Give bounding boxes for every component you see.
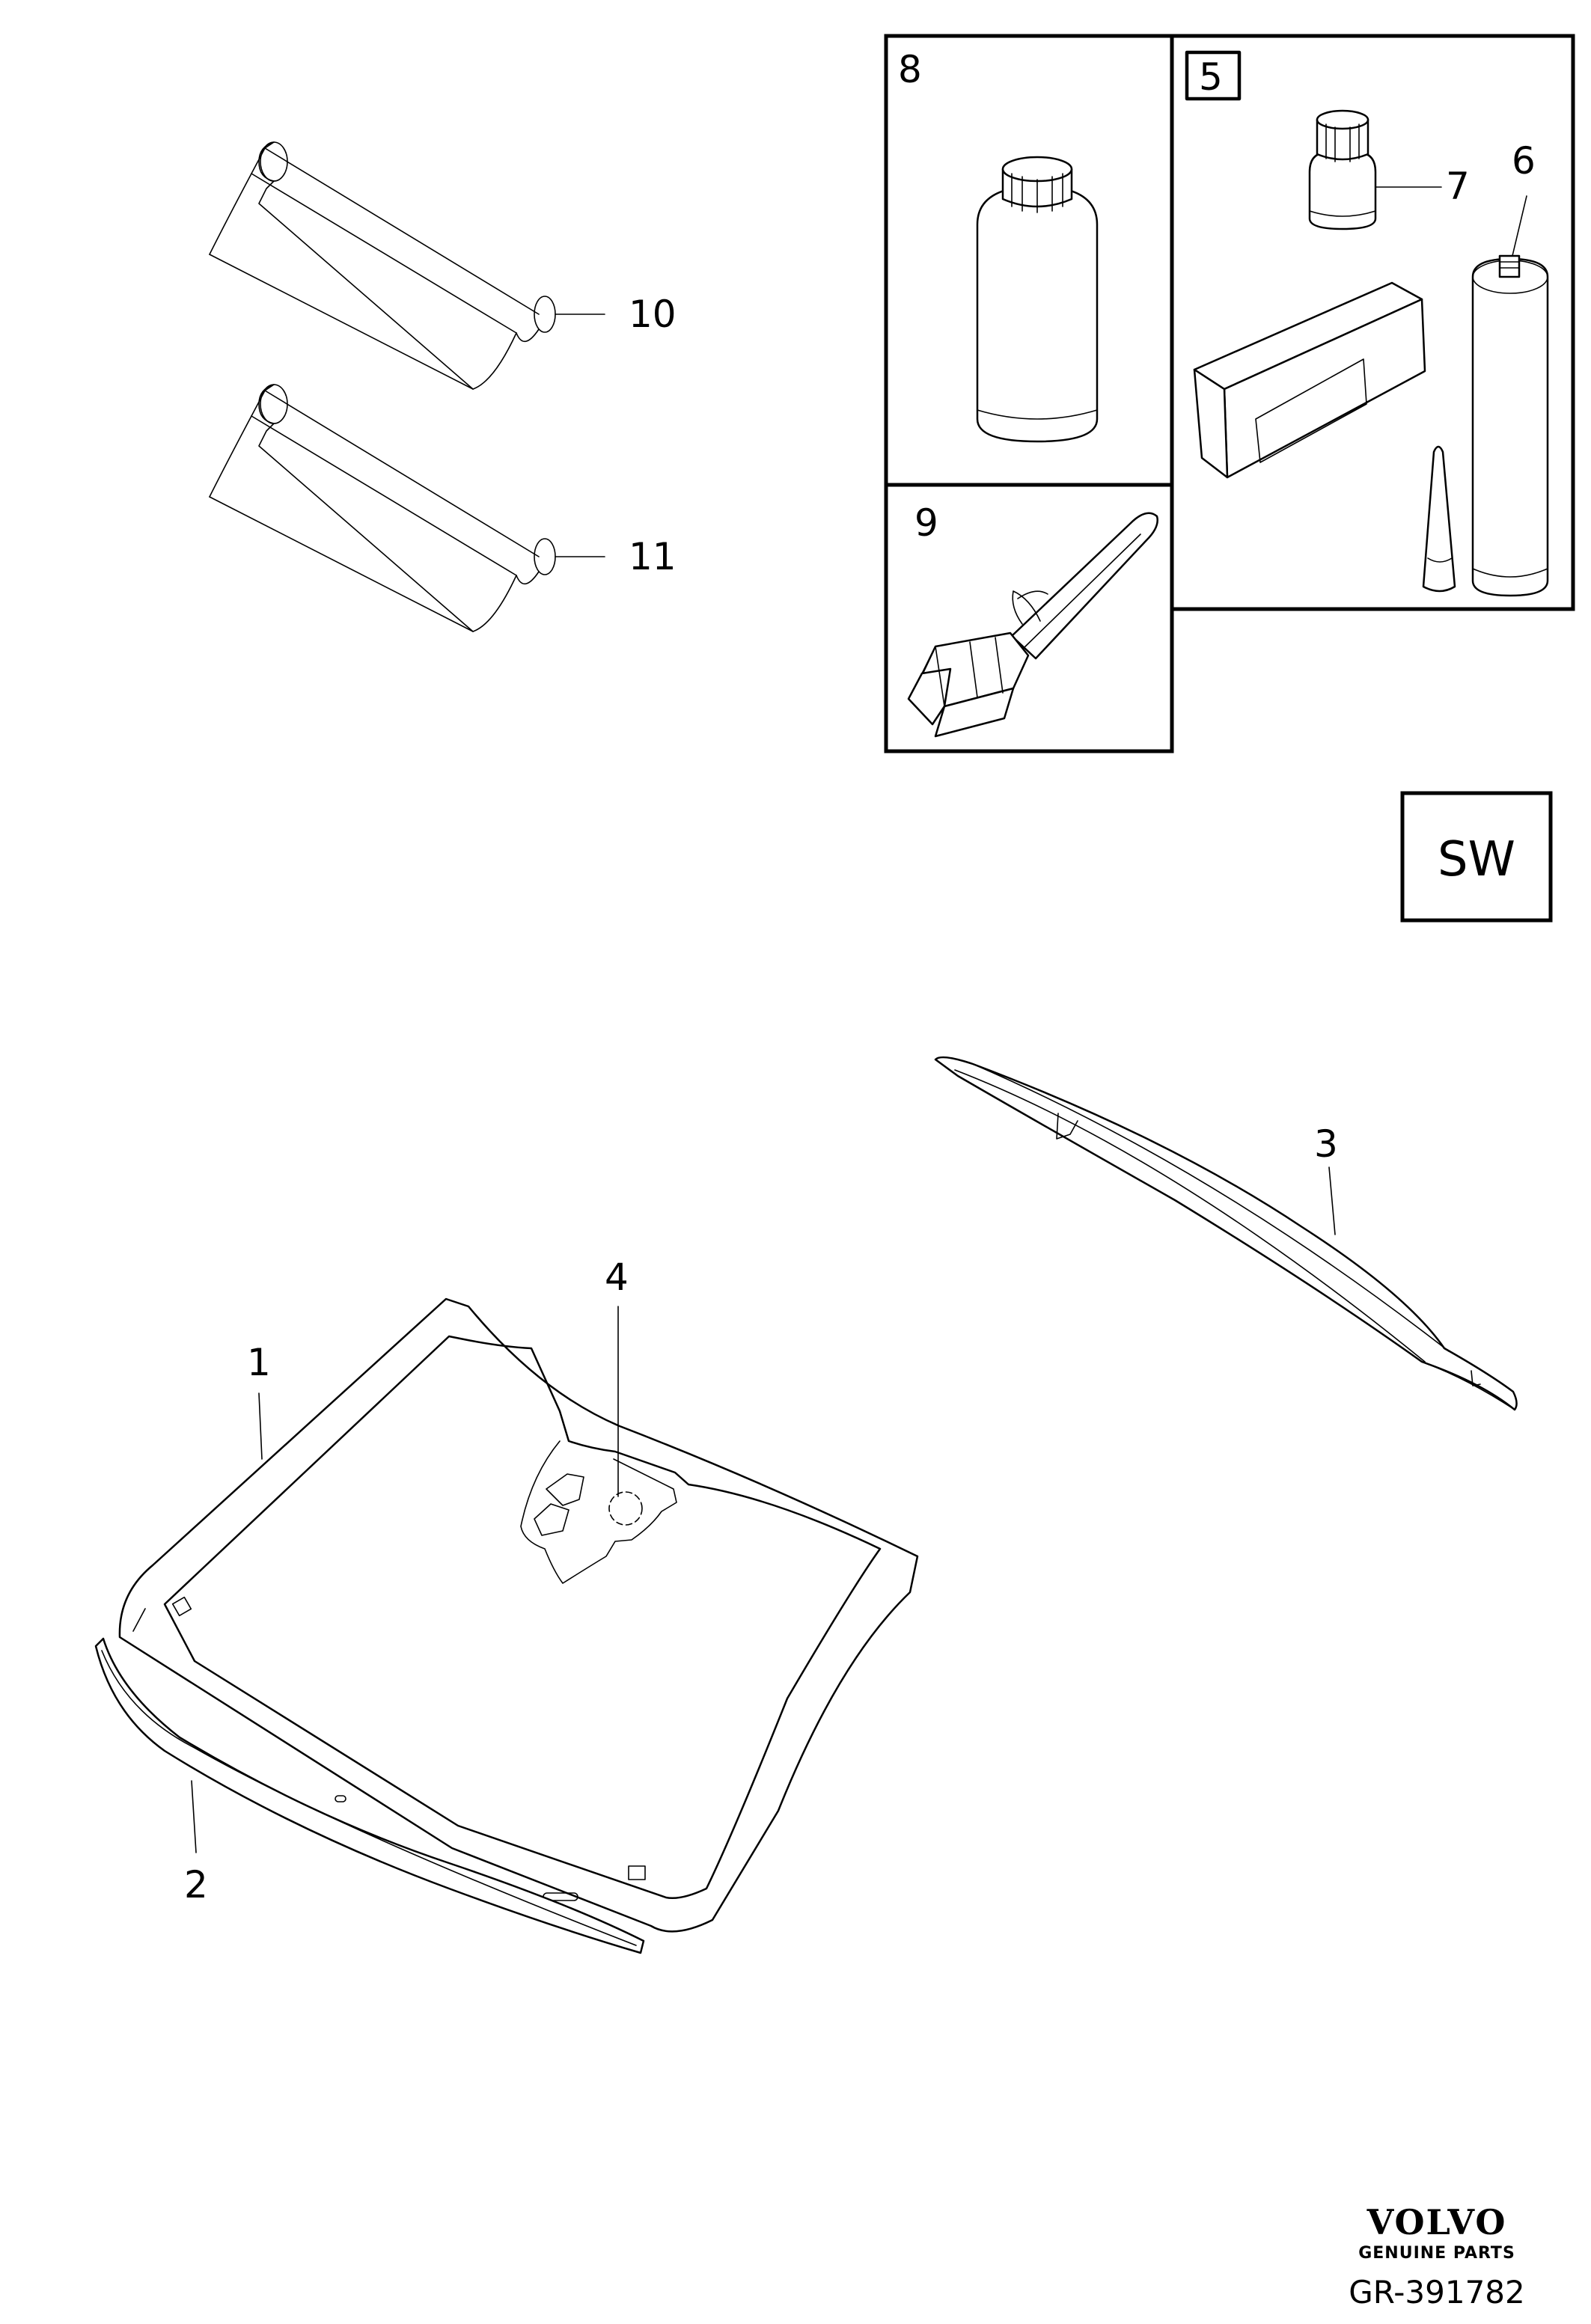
- windscreen-1: [118, 1297, 919, 1933]
- brand-logo: VOLVO: [1366, 2202, 1507, 2242]
- leader-1: [258, 1392, 263, 1460]
- drawing-number: GR-391782: [1349, 2274, 1525, 2311]
- callout-7: 7: [1446, 165, 1470, 208]
- callout-5: 5: [1199, 55, 1223, 99]
- rear-moulding-3: [934, 1056, 1518, 1411]
- applicator-pad: [1193, 281, 1426, 479]
- callout-3: 3: [1314, 1122, 1338, 1166]
- film-roll-11: [209, 384, 605, 632]
- callout-11: 11: [629, 535, 677, 578]
- callout-9: 9: [914, 501, 938, 545]
- box-9: [884, 483, 1174, 753]
- primer-bottle-8: [976, 156, 1099, 443]
- market-badge: [1400, 791, 1553, 923]
- callout-6: 6: [1512, 139, 1536, 183]
- nozzle: [1422, 445, 1456, 593]
- adhesive-cartridge-6: [1471, 195, 1549, 597]
- callout-4: 4: [605, 1256, 629, 1299]
- callout-1: 1: [247, 1341, 271, 1384]
- market-badge-text: SW: [1438, 832, 1515, 887]
- film-roll-10: [209, 141, 605, 390]
- kit-label-box: [1185, 50, 1242, 101]
- seal-strip-2: [94, 1637, 645, 1954]
- callout-8: 8: [898, 48, 922, 91]
- activator-bottle-7: [1308, 109, 1442, 230]
- clip-9: [907, 512, 1158, 738]
- callout-10: 10: [629, 293, 677, 336]
- callout-2: 2: [184, 1863, 208, 1906]
- brand-subtitle: GENUINE PARTS: [1358, 2244, 1515, 2263]
- leader-2: [191, 1780, 197, 1853]
- box-5: [1170, 34, 1575, 611]
